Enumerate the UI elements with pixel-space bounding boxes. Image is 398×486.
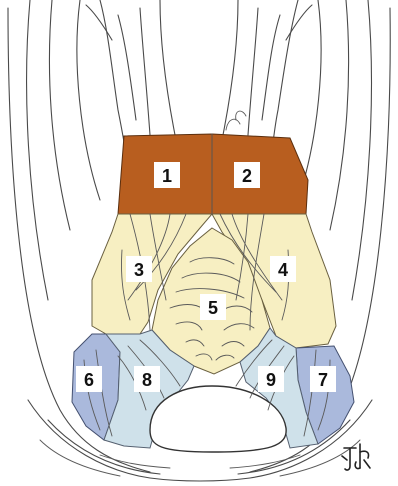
region-label-5: 5 [208,298,218,318]
artist-signature-mark [342,444,370,470]
region-label-6: 6 [84,370,94,390]
region-label-2: 2 [242,166,252,186]
region-label-3: 3 [134,260,144,280]
region-label-4: 4 [278,260,288,280]
region-label-9: 9 [266,370,276,390]
region-label-7: 7 [318,370,328,390]
region-label-1: 1 [162,166,172,186]
region-label-8: 8 [142,370,152,390]
